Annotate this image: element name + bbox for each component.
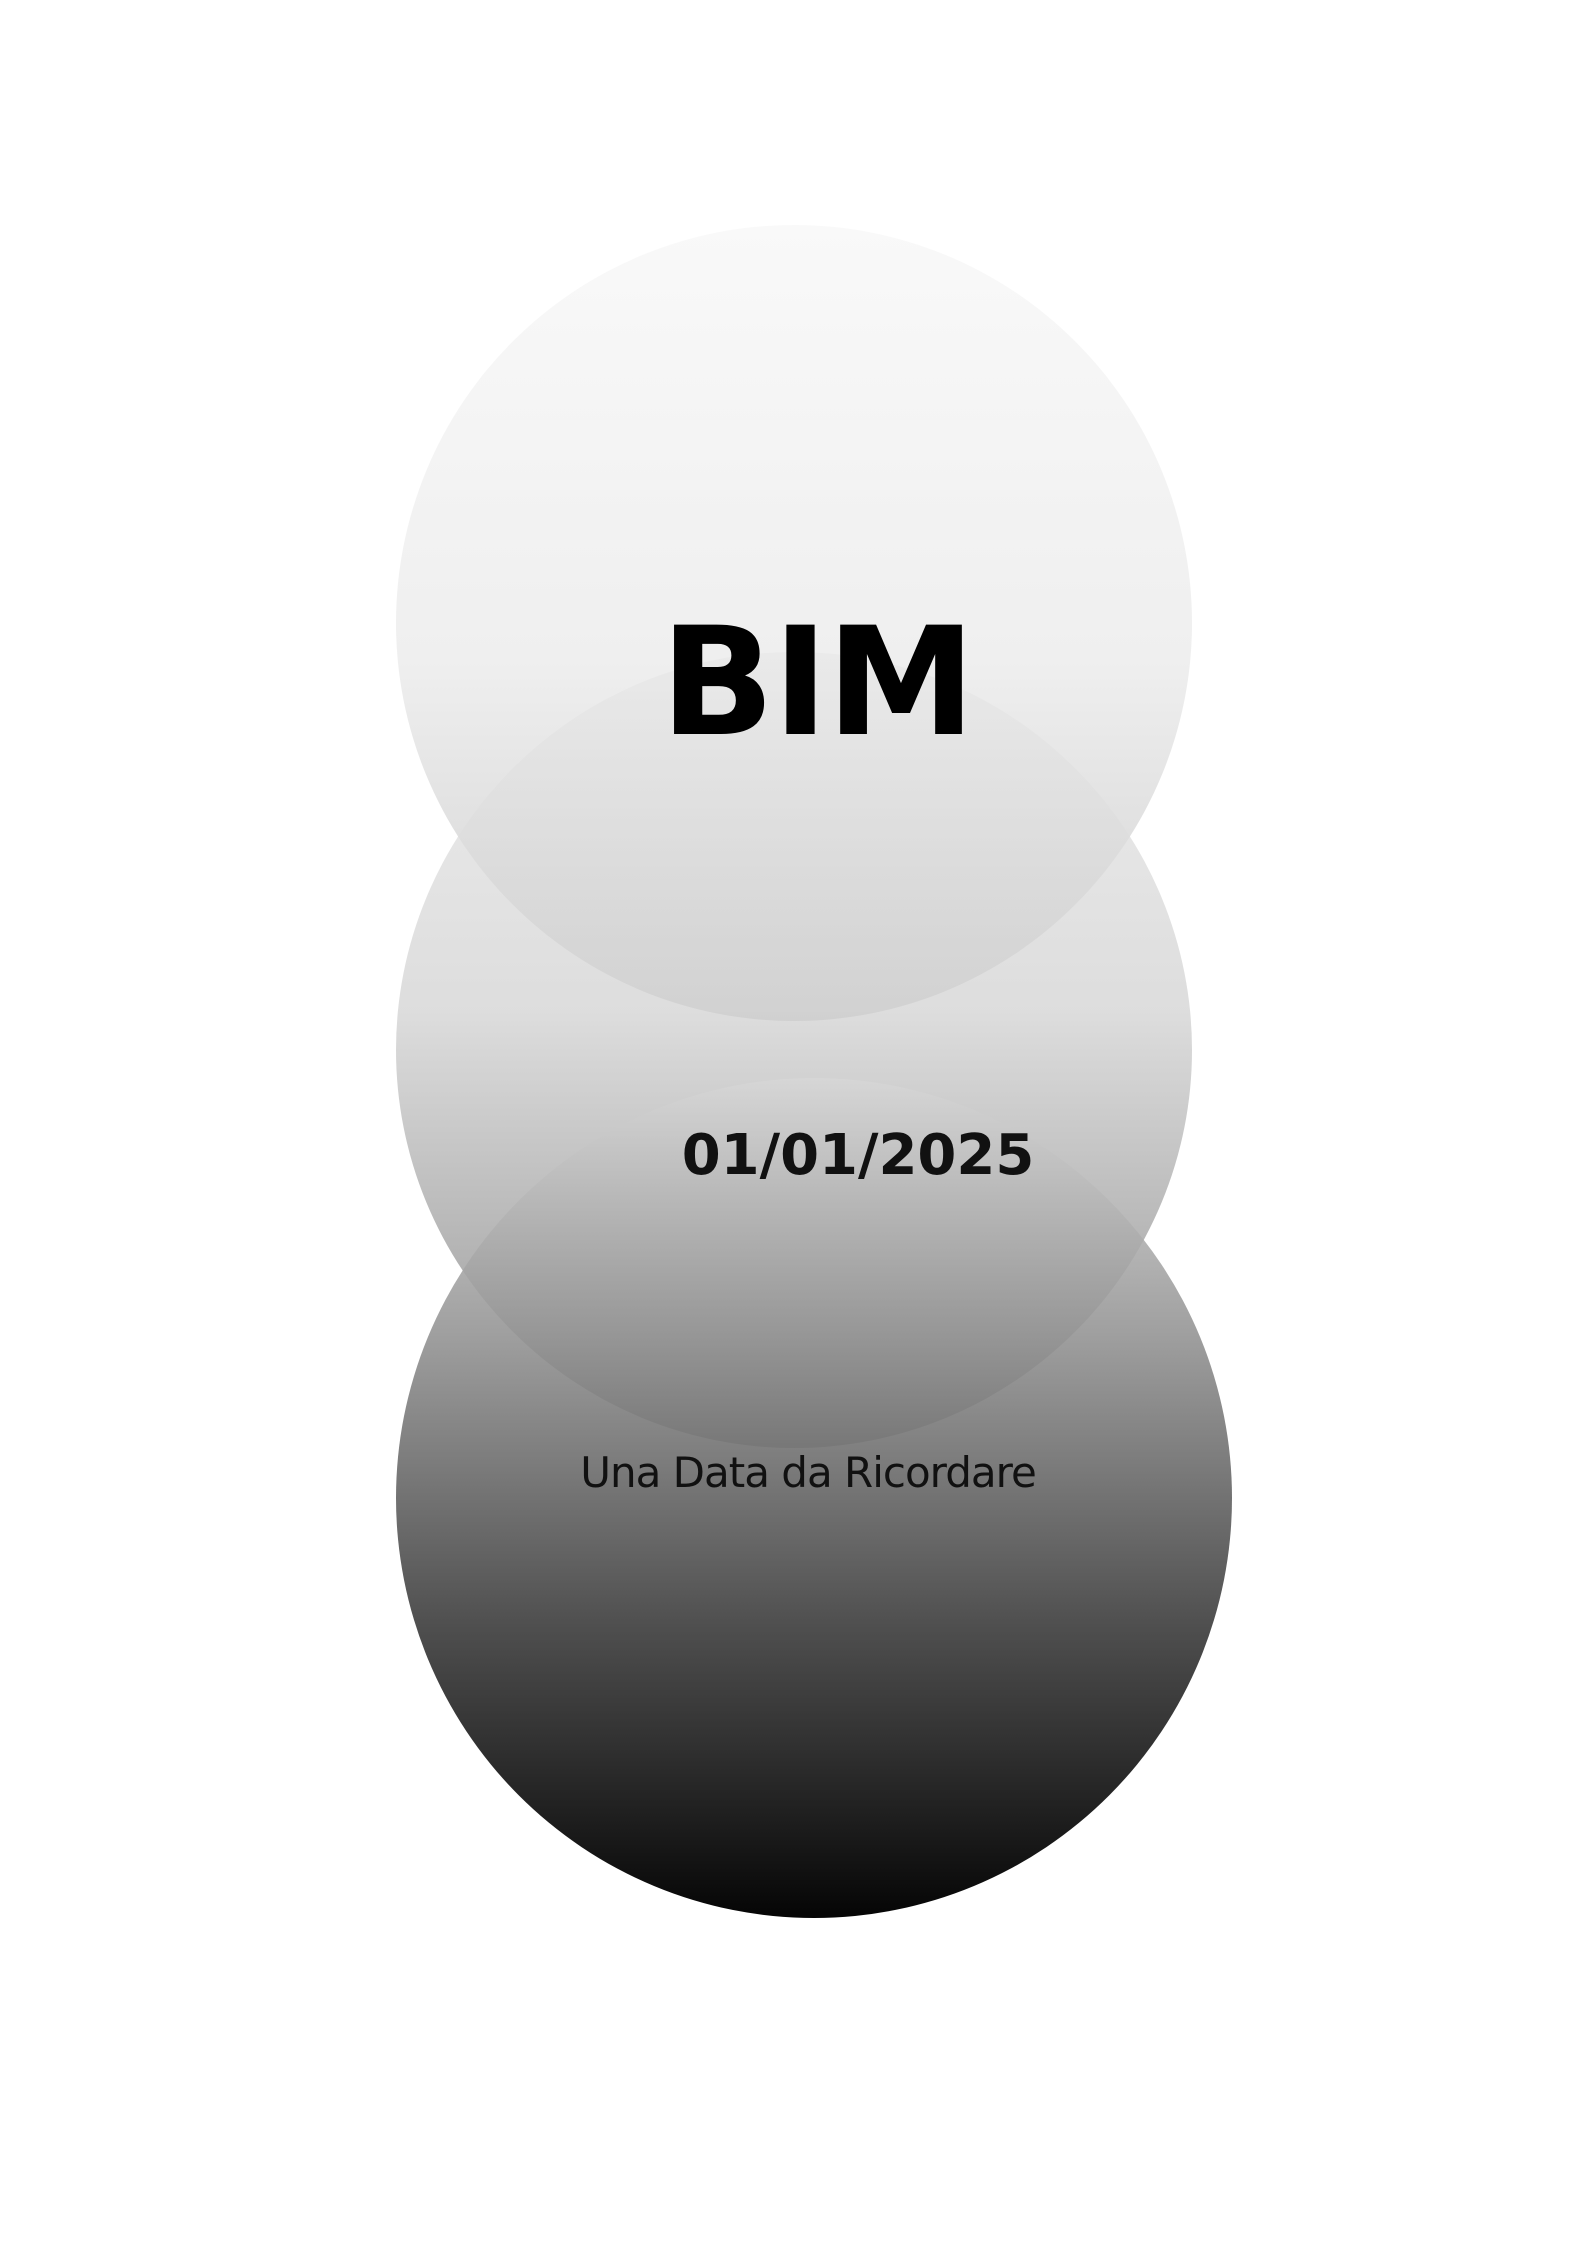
poster-subtitle: Una Data da Ricordare — [580, 1448, 1037, 1497]
poster-date: 01/01/2025 — [681, 1123, 1035, 1188]
bottom-circle — [396, 1078, 1232, 1918]
poster-title: BIM — [660, 596, 975, 770]
